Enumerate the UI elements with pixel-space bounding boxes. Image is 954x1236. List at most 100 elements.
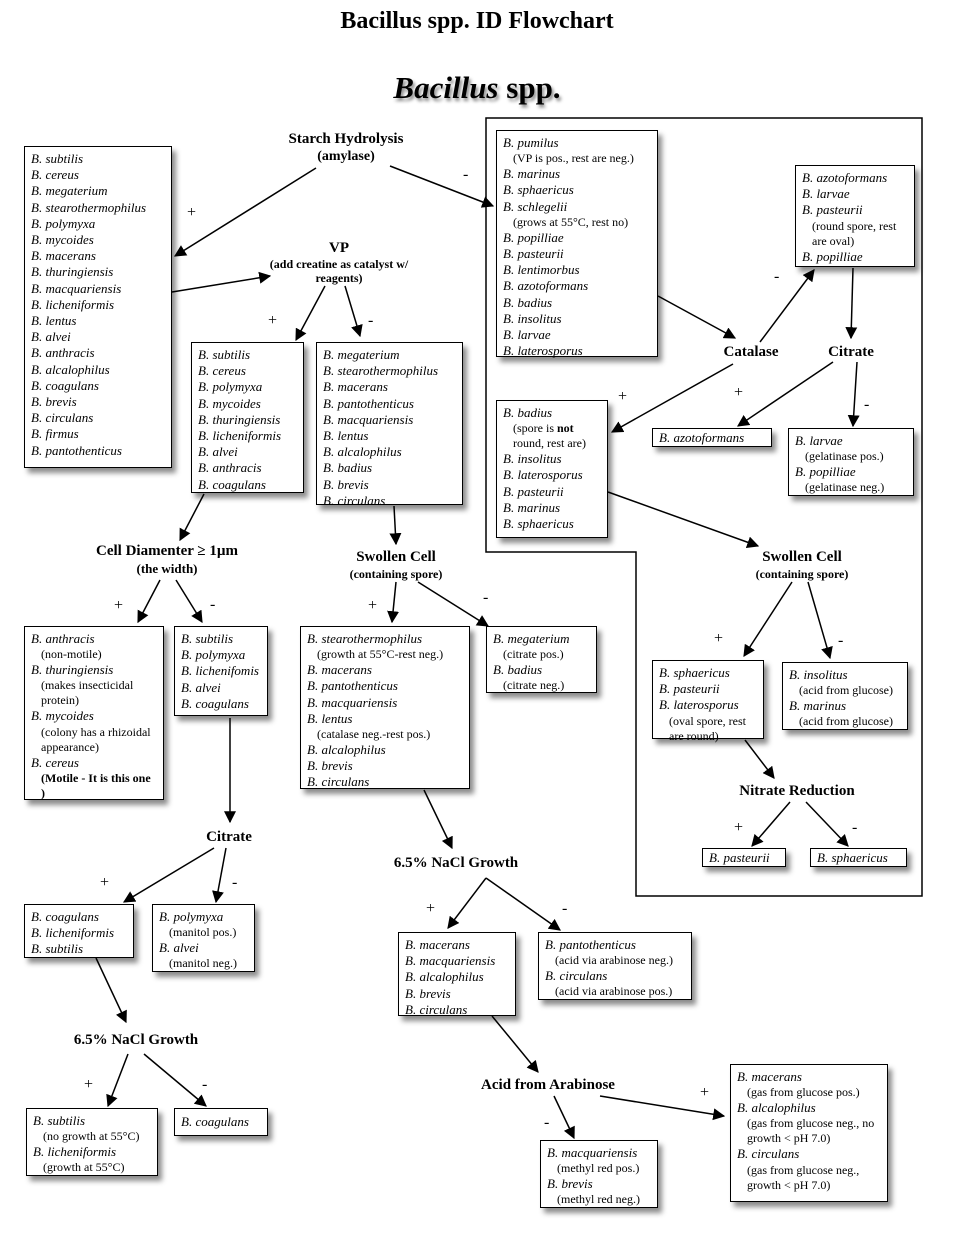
arrow [759, 269, 815, 343]
species-name: B. badius [493, 662, 543, 678]
arrow [179, 493, 205, 542]
species-note: (acid via arabinose pos.) [555, 984, 673, 999]
box-nitrate-negative: B. sphaericus [810, 848, 907, 867]
species-note: (methyl red pos.) [557, 1161, 640, 1176]
species-note: (non-motile) [41, 647, 102, 662]
species-note: (acid via arabinose neg.) [555, 953, 673, 968]
species-name: B. badius [503, 405, 553, 420]
species-name: B. anthracis [31, 345, 95, 361]
test-swollen-cell-2: Swollen Cell(containing spore) [742, 549, 862, 583]
arrow [344, 285, 363, 338]
species-name: B. pasteurii [503, 246, 564, 262]
species-name: B. polymyxa [181, 647, 246, 663]
species-name: B. cereus [198, 363, 246, 379]
species-note: (manitol neg.) [169, 956, 237, 971]
species-name: B. larvae [795, 433, 843, 448]
arrow [805, 801, 849, 847]
species-name: B. marinus [503, 166, 561, 182]
box-nacl-2-positive: B. subtilis(no growth at 55°C)B. licheni… [26, 1108, 158, 1176]
species-name: B. pasteurii [503, 483, 564, 499]
species-name: B. sphaericus [503, 182, 574, 198]
species-name: B. marinus [789, 698, 847, 714]
arrow [295, 285, 326, 342]
arrow [491, 1015, 539, 1073]
box-swollen-cell-2-negative: B. insolitus(acid from glucose)B. marinu… [782, 662, 908, 730]
species-name: B. megaterium [493, 631, 570, 646]
species-name: B. cereus [31, 754, 79, 770]
arrow [417, 581, 490, 627]
species-name: B. macerans [405, 937, 470, 952]
species-name: B. alvei [198, 444, 238, 460]
arrow [212, 847, 227, 904]
species-name: B. laterosporus [659, 697, 739, 713]
species-name: B. popilliae [795, 464, 856, 480]
species-name: B. polymyxa [31, 215, 96, 231]
species-note: (gas from glucose pos.) [747, 1085, 860, 1100]
test-acid-from-arabinose: Acid from Arabinose [481, 1077, 615, 1093]
test-title: Starch Hydrolysis [288, 131, 404, 147]
arrow [744, 739, 775, 779]
species-name: B. mycoides [31, 232, 94, 248]
species-name: B. stearothermophilus [307, 631, 423, 646]
sign-negative: - [202, 1076, 208, 1093]
arrow [807, 581, 833, 660]
arrow [106, 1053, 129, 1108]
box-nitrate-positive: B. pasteurii [702, 848, 786, 867]
arrow [389, 505, 402, 546]
species-name: B. popilliae [802, 248, 863, 264]
species-name: B. lentus [31, 313, 77, 329]
box-arabinose-negative: B. macquariensis(methyl red pos.)B. brev… [540, 1140, 658, 1208]
sign-negative: - [852, 819, 858, 836]
arrow [447, 877, 487, 929]
species-name: B. subtilis [33, 1113, 86, 1128]
test-starch-hydrolysis: Starch Hydrolysis(amylase) [266, 131, 426, 165]
species-name: B. brevis [307, 758, 353, 774]
box-catalase-positive: B. badius(spore is not round, rest are) B… [496, 400, 608, 538]
arrow [171, 271, 272, 293]
test-citrate-1: Citrate [828, 344, 874, 360]
species-name: B. coagulans [198, 476, 266, 492]
sign-negative: - [368, 312, 374, 329]
species-name: B. thuringiensis [198, 411, 281, 427]
arrow [847, 361, 860, 428]
sign-positive: + [618, 388, 628, 405]
sign-positive: + [268, 312, 278, 329]
species-name: B. azotoformans [503, 278, 589, 294]
sign-negative: - [838, 632, 844, 649]
species-name: B. badius [323, 460, 373, 476]
species-note: (spore is not round, rest are) [503, 421, 601, 451]
species-name: B. pasteurii [709, 850, 770, 865]
species-name: B. mycoides [31, 708, 94, 724]
arrow [175, 579, 203, 624]
species-note: (no growth at 55°C) [43, 1129, 140, 1144]
sign-negative: - [210, 596, 216, 613]
sign-positive: + [187, 204, 197, 221]
species-name: B. firmus [31, 426, 79, 442]
box-citrate-negative: B. larvae(gelatinase pos.)B. popilliae(g… [788, 428, 914, 496]
arrow [423, 789, 453, 850]
test-cell-diameter: Cell Diamenter ≥ 1µm(the width) [80, 543, 254, 577]
species-name: B. licheniformis [31, 296, 115, 312]
species-name: B. brevis [323, 476, 369, 492]
species-name: B. pasteurii [802, 202, 863, 218]
sign-negative: - [232, 874, 238, 891]
arrow [387, 581, 400, 624]
species-name: B. macquariensis [31, 280, 122, 296]
box-nacl-2-negative: B. coagulans [174, 1108, 268, 1136]
sign-positive: + [84, 1076, 94, 1093]
species-note: (growth at 55°C) [43, 1160, 125, 1175]
sign-positive: + [426, 900, 436, 917]
species-note: (oval spore, rest are round) [669, 713, 746, 743]
sign-negative: - [774, 268, 780, 285]
species-name: B. coagulans [181, 1114, 249, 1129]
test-catalase: Catalase [723, 344, 779, 360]
species-note: (grows at 55°C, rest no) [513, 214, 629, 229]
species-name: B. insolitus [503, 310, 562, 326]
species-name: B. alvei [31, 329, 71, 345]
species-name: B. anthracis [31, 631, 95, 646]
